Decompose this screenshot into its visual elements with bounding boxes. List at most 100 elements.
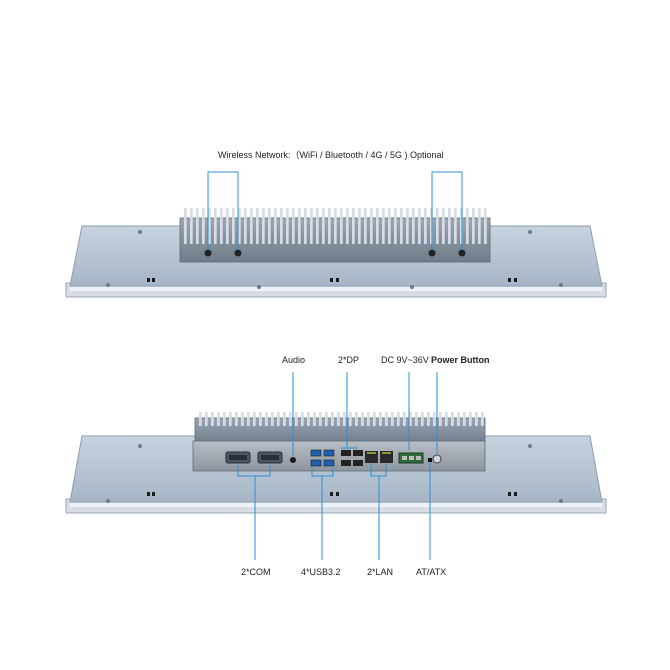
heatsink-fin	[334, 208, 337, 244]
heatsink-fin	[418, 208, 421, 244]
heatsink-fin	[292, 208, 295, 244]
heatsink-fin	[220, 208, 223, 244]
dc-terminal	[398, 452, 424, 464]
heatsink-fin	[424, 208, 427, 244]
bottom-heatsink-fins	[199, 412, 484, 426]
heatsink-fin	[430, 208, 433, 244]
heatsink-fin	[322, 208, 325, 244]
heatsink-fin	[205, 412, 208, 426]
heatsink-fin	[433, 412, 436, 426]
antenna-connector	[204, 249, 212, 257]
dp-label: 2*DP	[338, 355, 360, 365]
heatsink-fin	[214, 208, 217, 244]
heatsink-fin	[355, 412, 358, 426]
power-button	[432, 454, 442, 464]
heatsink-fin	[277, 412, 280, 426]
heatsink-fin	[289, 412, 292, 426]
top-panel-pc	[65, 208, 607, 298]
heatsink-fin	[466, 208, 469, 244]
heatsink-fin	[241, 412, 244, 426]
usb-ports	[310, 449, 335, 467]
heatsink-fin	[346, 208, 349, 244]
heatsink-fin	[349, 412, 352, 426]
heatsink-fin	[364, 208, 367, 244]
audio-jack	[290, 457, 296, 463]
heatsink-fin	[307, 412, 310, 426]
heatsink-fin	[268, 208, 271, 244]
heatsink-fin	[403, 412, 406, 426]
heatsink-fin	[250, 208, 253, 244]
heatsink-fin	[400, 208, 403, 244]
top-heatsink-fins	[184, 208, 487, 244]
heatsink-fin	[475, 412, 478, 426]
heatsink-fin	[211, 412, 214, 426]
heatsink-fin	[412, 208, 415, 244]
heatsink-fin	[469, 412, 472, 426]
heatsink-fin	[472, 208, 475, 244]
dc-label: DC 9V~36V	[381, 355, 429, 365]
heatsink-fin	[361, 412, 364, 426]
at-atx-switch	[428, 458, 432, 462]
heatsink-fin	[262, 208, 265, 244]
heatsink-fin	[391, 412, 394, 426]
heatsink-fin	[184, 208, 187, 244]
heatsink-fin	[298, 208, 301, 244]
heatsink-fin	[259, 412, 262, 426]
heatsink-fin	[481, 412, 484, 426]
heatsink-fin	[208, 208, 211, 244]
heatsink-fin	[379, 412, 382, 426]
heatsink-fin	[256, 208, 259, 244]
antenna-connector	[458, 249, 466, 257]
heatsink-fin	[445, 412, 448, 426]
heatsink-fin	[421, 412, 424, 426]
heatsink-fin	[235, 412, 238, 426]
at-atx-label: AT/ATX	[416, 567, 447, 577]
heatsink-fin	[217, 412, 220, 426]
heatsink-fin	[316, 208, 319, 244]
heatsink-fin	[478, 208, 481, 244]
heatsink-fin	[313, 412, 316, 426]
heatsink-fin	[319, 412, 322, 426]
heatsink-fin	[301, 412, 304, 426]
heatsink-fin	[253, 412, 256, 426]
heatsink-fin	[328, 208, 331, 244]
heatsink-fin	[238, 208, 241, 244]
heatsink-fin	[442, 208, 445, 244]
bottom-panel-pc	[65, 412, 607, 514]
heatsink-fin	[244, 208, 247, 244]
audio-label: Audio	[282, 355, 306, 365]
com-label: 2*COM	[241, 567, 271, 577]
heatsink-fin	[271, 412, 274, 426]
heatsink-fin	[304, 208, 307, 244]
heatsink-fin	[409, 412, 412, 426]
heatsink-fin	[358, 208, 361, 244]
heatsink-fin	[463, 412, 466, 426]
usb-label: 4*USB3.2	[301, 567, 341, 577]
heatsink-fin	[388, 208, 391, 244]
heatsink-fin	[265, 412, 268, 426]
heatsink-fin	[382, 208, 385, 244]
heatsink-fin	[436, 208, 439, 244]
heatsink-fin	[457, 412, 460, 426]
heatsink-fin	[367, 412, 370, 426]
heatsink-fin	[370, 208, 373, 244]
heatsink-fin	[226, 208, 229, 244]
antenna-connector	[428, 249, 436, 257]
heatsink-fin	[415, 412, 418, 426]
heatsink-fin	[448, 208, 451, 244]
heatsink-fin	[232, 208, 235, 244]
wireless-network-label: Wireless Network:（WiFi / Bluetooth / 4G …	[218, 150, 444, 160]
power-button-label: Power Button	[431, 355, 490, 365]
heatsink-fin	[286, 208, 289, 244]
heatsink-fin	[274, 208, 277, 244]
heatsink-fin	[310, 208, 313, 244]
heatsink-fin	[394, 208, 397, 244]
com-port	[225, 451, 251, 464]
heatsink-fin	[190, 208, 193, 244]
heatsink-fin	[337, 412, 340, 426]
heatsink-fin	[454, 208, 457, 244]
antenna-connector	[234, 249, 242, 257]
com-port	[257, 451, 283, 464]
heatsink-fin	[376, 208, 379, 244]
lan-ports	[365, 451, 393, 463]
